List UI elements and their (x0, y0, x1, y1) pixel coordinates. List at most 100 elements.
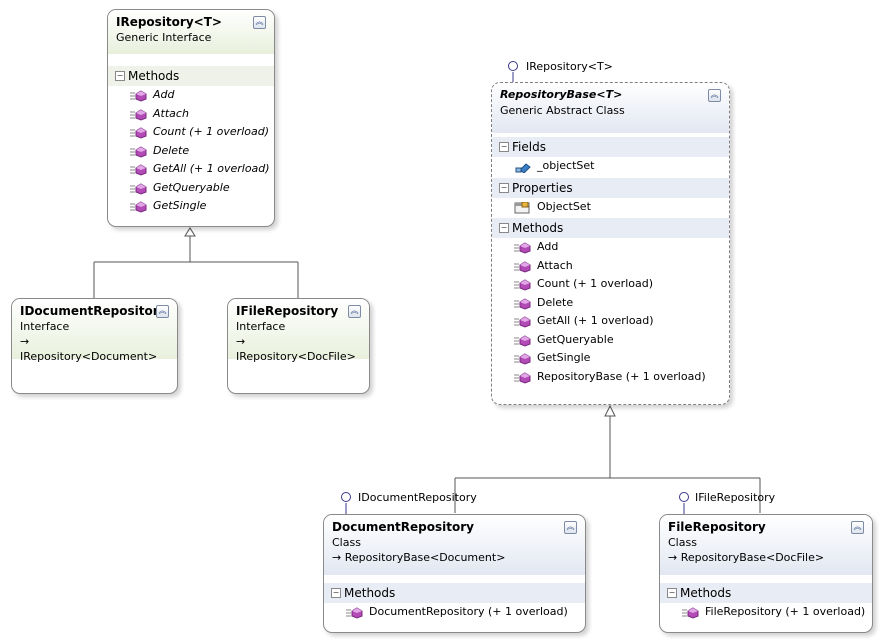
lollipop-label-ifilerepository: IFileRepository (695, 491, 776, 504)
field-member[interactable]: _objectSet (492, 157, 729, 176)
collapse-icon[interactable]: ︽ (851, 521, 864, 534)
member-label: FileRepository (+ 1 overload) (705, 605, 866, 618)
methods-section-header[interactable]: − Methods (324, 583, 585, 603)
method-member[interactable]: Attach (108, 105, 274, 124)
method-icon (130, 145, 148, 158)
method-icon (514, 316, 532, 328)
ifilerepository-header: IFileRepository Interface → IRepository<… (228, 299, 369, 363)
method-icon (682, 607, 700, 619)
method-member[interactable]: GetQueryable (108, 179, 274, 198)
section-label: Methods (680, 586, 732, 600)
member-label: Attach (153, 106, 189, 120)
method-member[interactable]: Delete (492, 294, 729, 313)
type-stereotype: Generic Abstract Class (500, 104, 625, 117)
methods-section-header[interactable]: − Methods (108, 66, 274, 86)
member-label: Attach (537, 258, 573, 272)
method-member[interactable]: Delete (108, 142, 274, 161)
methods-section-header[interactable]: − Methods (660, 583, 872, 603)
inherits-label: → IRepository<DocFile> (236, 335, 356, 363)
type-title: IDocumentRepository (20, 304, 167, 318)
minus-icon[interactable]: − (499, 142, 509, 152)
irepository-box[interactable]: IRepository<T> Generic Interface ︽ − Met… (107, 9, 275, 227)
member-label: GetSingle (537, 351, 591, 364)
methods-section-header[interactable]: − Methods (492, 218, 729, 238)
filerepository-header: FileRepository Class → RepositoryBase<Do… (660, 515, 872, 575)
method-member[interactable]: GetSingle (108, 197, 274, 216)
inherits-label: → IRepository<Document> (20, 335, 158, 363)
method-icon (514, 279, 532, 291)
method-member[interactable]: Attach (492, 257, 729, 276)
method-member[interactable]: GetAll (+ 1 overload) (108, 160, 274, 179)
method-member[interactable]: Count (+ 1 overload) (492, 275, 729, 294)
member-label: Add (153, 88, 175, 101)
lollipop-label-idocumentrepository: IDocumentRepository (358, 491, 477, 504)
documentrepository-header: DocumentRepository Class → RepositoryBas… (324, 515, 585, 575)
method-member[interactable]: RepositoryBase (+ 1 overload) (492, 368, 729, 387)
irepository-header: IRepository<T> Generic Interface ︽ (108, 10, 274, 54)
fields-section-header[interactable]: − Fields (492, 137, 729, 157)
idocumentrepository-box[interactable]: IDocumentRepository Interface → IReposit… (11, 298, 178, 394)
field-icon (514, 161, 532, 174)
type-stereotype: Interface (20, 320, 70, 333)
minus-icon[interactable]: − (499, 182, 509, 193)
method-member[interactable]: GetQueryable (492, 331, 729, 350)
properties-section-header[interactable]: − Properties (492, 177, 729, 198)
minus-icon[interactable]: − (667, 588, 677, 598)
member-label: GetSingle (153, 199, 207, 212)
method-icon (130, 108, 148, 121)
member-label: Delete (537, 295, 574, 309)
minus-icon[interactable]: − (115, 71, 125, 81)
member-label: GetQueryable (153, 180, 230, 194)
inheritance-arrowhead (604, 404, 616, 417)
method-icon (514, 371, 532, 384)
method-icon (514, 260, 532, 273)
method-icon (130, 164, 148, 176)
method-member[interactable]: Count (+ 1 overload) (108, 123, 274, 142)
minus-icon[interactable]: − (499, 223, 509, 233)
repositorybase-box[interactable]: RepositoryBase<T> Generic Abstract Class… (491, 82, 730, 405)
method-icon (514, 297, 532, 310)
method-icon (514, 334, 532, 347)
type-stereotype: Generic Interface (116, 31, 212, 44)
collapse-icon[interactable]: ︽ (708, 89, 721, 102)
collapse-icon[interactable]: ︽ (253, 16, 266, 29)
method-icon (130, 201, 148, 213)
method-member[interactable]: GetSingle (492, 349, 729, 368)
section-label: Methods (128, 69, 180, 83)
property-member[interactable]: ObjectSet (492, 198, 729, 217)
member-label: Delete (153, 143, 190, 157)
section-label: Methods (344, 586, 396, 600)
method-member[interactable]: FileRepository (+ 1 overload) (660, 603, 872, 622)
type-stereotype: Class (668, 536, 697, 549)
ifilerepository-box[interactable]: IFileRepository Interface → IRepository<… (227, 298, 370, 394)
interface-lollipop-icon (679, 492, 689, 502)
documentrepository-box[interactable]: DocumentRepository Class → RepositoryBas… (323, 514, 586, 633)
member-label: GetAll (+ 1 overload) (153, 162, 270, 175)
collapse-icon[interactable]: ︽ (348, 305, 361, 318)
property-icon (514, 201, 532, 214)
collapse-icon[interactable]: ︽ (564, 521, 577, 534)
section-label: Fields (512, 140, 546, 154)
method-icon (346, 607, 364, 619)
method-icon (130, 127, 148, 139)
minus-icon[interactable]: − (331, 588, 341, 598)
method-member[interactable]: GetAll (+ 1 overload) (492, 312, 729, 331)
filerepository-box[interactable]: FileRepository Class → RepositoryBase<Do… (659, 514, 873, 633)
method-member[interactable]: DocumentRepository (+ 1 overload) (324, 603, 585, 622)
collapse-icon[interactable]: ︽ (156, 305, 169, 318)
inherits-label: → RepositoryBase<Document> (332, 551, 506, 564)
member-label: RepositoryBase (+ 1 overload) (537, 369, 706, 383)
section-label: Methods (512, 221, 564, 235)
interface-lollipop-icon (341, 492, 351, 502)
member-label: Count (+ 1 overload) (537, 277, 653, 290)
method-member[interactable]: Add (108, 86, 274, 105)
type-stereotype: Interface (236, 320, 286, 333)
method-icon (514, 242, 532, 254)
member-label: GetQueryable (537, 332, 614, 346)
method-member[interactable]: Add (492, 238, 729, 257)
section-label: Properties (512, 180, 573, 195)
type-title: DocumentRepository (332, 520, 474, 534)
member-label: DocumentRepository (+ 1 overload) (369, 605, 568, 618)
member-label: ObjectSet (537, 199, 591, 213)
